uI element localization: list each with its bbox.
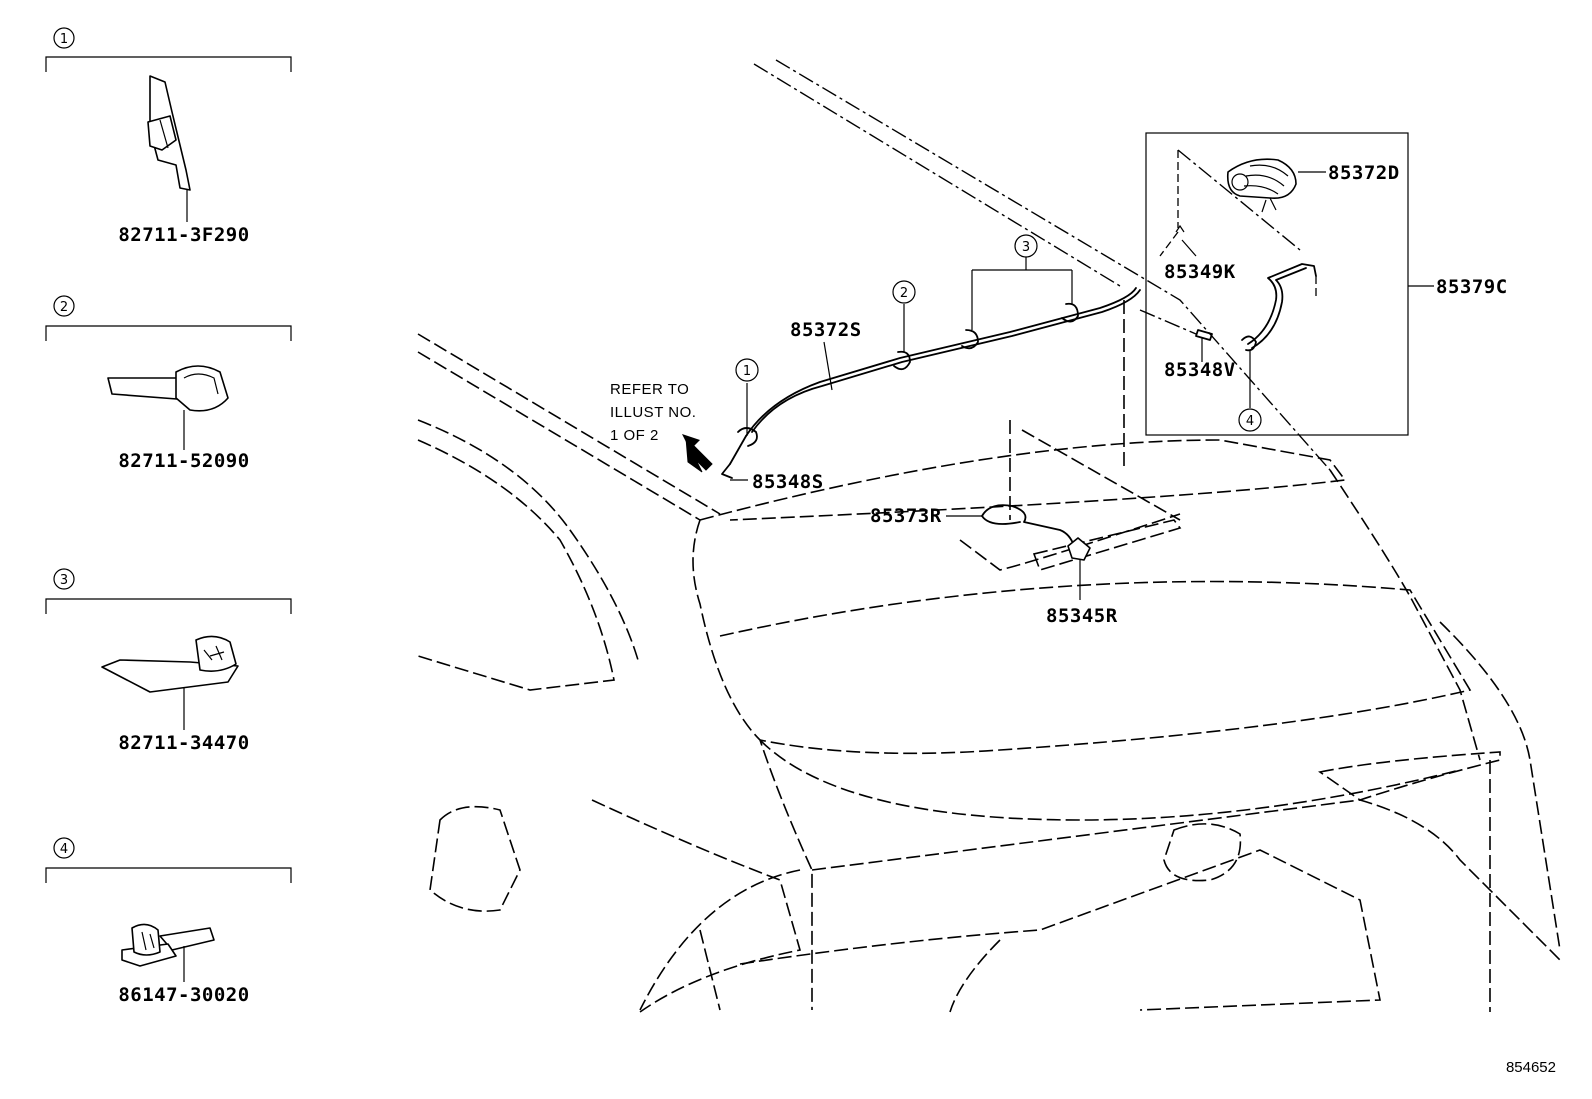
- part-label-85372S: 85372S: [790, 319, 862, 341]
- marker-1: 1: [735, 358, 759, 436]
- legend-item-2: 2 82711-52090: [45, 295, 292, 472]
- clip-icon-3: [101, 635, 239, 693]
- coil-cable-icon: [1226, 158, 1297, 213]
- marker-3: 3: [971, 234, 1073, 330]
- legend-part-number-4: 86147-30020: [118, 984, 249, 1006]
- marker-4-label: 4: [1246, 414, 1254, 429]
- legend-item-1: 1 82711-3F290: [45, 27, 292, 246]
- part-label-85348V: 85348V: [1164, 359, 1236, 381]
- legend-index-4: 4: [60, 842, 68, 857]
- marker-1-label: 1: [743, 364, 751, 379]
- refer-note-line-2: ILLUST NO.: [610, 404, 696, 421]
- part-label-85372D: 85372D: [1328, 162, 1400, 184]
- legend-part-number-2: 82711-52090: [118, 450, 249, 472]
- marker-3-label: 3: [1022, 240, 1030, 255]
- legend-item-3: 3 82711-34470: [45, 568, 292, 754]
- legend-item-4: 4 86147-30020: [45, 837, 292, 1006]
- antenna-cord-85372S: [721, 287, 1141, 479]
- legend-index-2: 2: [60, 300, 68, 315]
- refer-note: REFER TO ILLUST NO. 1 OF 2: [610, 381, 713, 473]
- legend-part-number-1: 82711-3F290: [118, 224, 249, 246]
- marker-2: 2: [892, 280, 916, 352]
- legend-index-1: 1: [60, 32, 68, 47]
- clip-icon-4: [121, 923, 215, 967]
- inset-assembly-85379C: 85372D 85349K 85348V 4: [1139, 132, 1409, 436]
- part-label-85349K: 85349K: [1164, 261, 1236, 283]
- legend-part-number-3: 82711-34470: [118, 732, 249, 754]
- legend-index-3: 3: [60, 573, 68, 588]
- refer-note-line-1: REFER TO: [610, 381, 689, 398]
- marker-2-label: 2: [900, 286, 908, 301]
- part-label-85373R: 85373R: [870, 505, 942, 527]
- illustration-id: 854652: [1506, 1059, 1556, 1076]
- part-label-85345R: 85345R: [1046, 605, 1118, 627]
- part-label-85348S: 85348S: [752, 471, 824, 493]
- clip-icon-1: [147, 75, 191, 191]
- vehicle-body-outline: [417, 59, 1561, 1013]
- refer-note-line-3: 1 OF 2: [610, 427, 659, 444]
- antenna-feeder-85373R: [981, 504, 1091, 561]
- part-label-85379C: 85379C: [1436, 276, 1508, 298]
- clip-icon-2: [107, 365, 229, 412]
